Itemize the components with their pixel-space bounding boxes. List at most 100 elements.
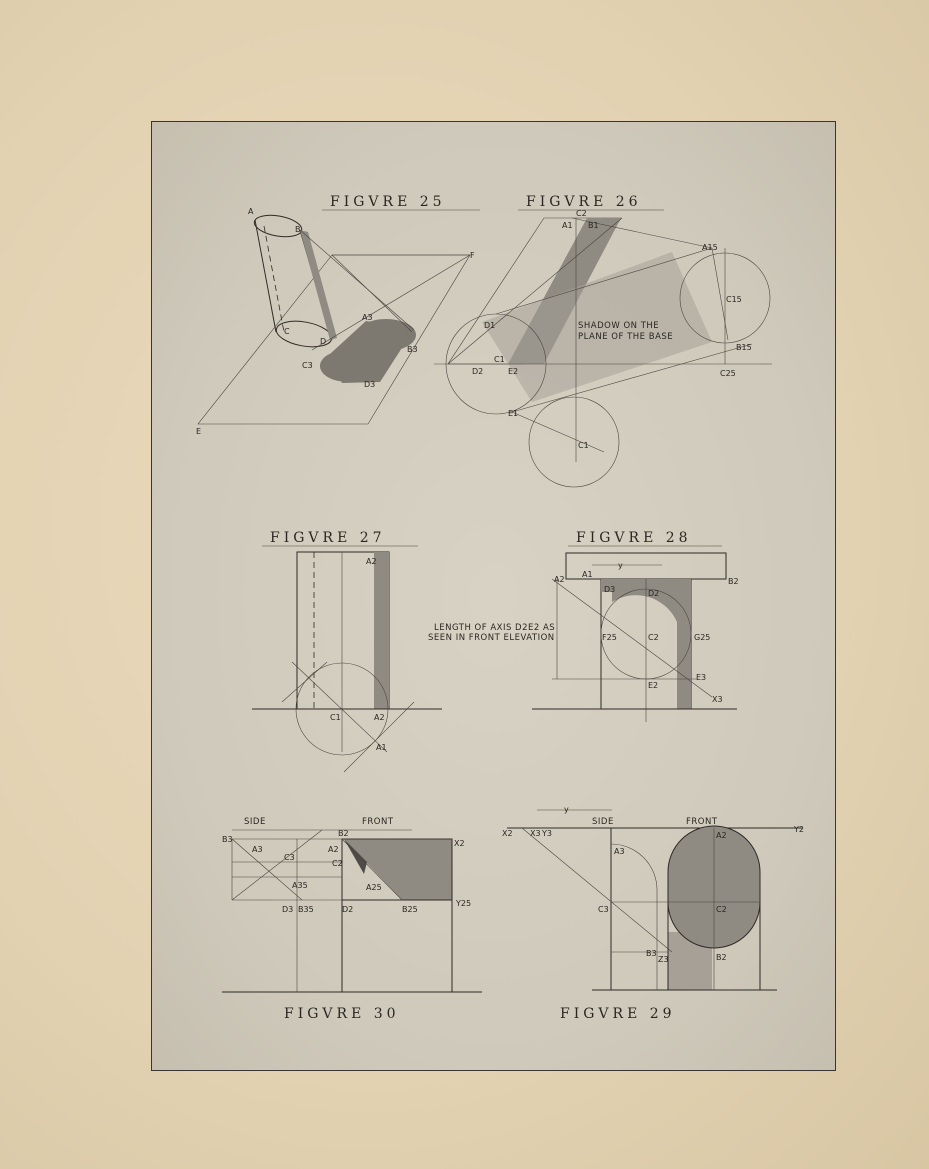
fig30-shade-wedge [344,839,367,874]
label-fig28-e2: E2 [648,681,658,690]
figure-26-shadow-plane [482,252,712,402]
label-fig29-y3: Y3 [541,829,552,838]
proj-line-3 [311,254,471,351]
proj-line-2 [331,254,413,333]
figure-25-title: FIGVRE 25 [330,194,446,210]
diag-1 [447,217,623,365]
label-fig26-e1: E1 [508,409,518,418]
label-fig25-d3: D3 [364,380,375,389]
diag-4 [711,247,729,341]
label-fig28-a1: A1 [582,570,593,579]
label-fig26-b1: B1 [588,221,599,230]
fig27-diag-2 [343,701,415,773]
fig29-front-label: FRONT [686,817,718,827]
fig30-front-label: FRONT [362,817,394,827]
label-fig25-a3: A3 [362,313,373,322]
figure-28-title: FIGVRE 28 [576,530,692,546]
fig28-diag [551,578,713,698]
label-fig26-a15: A15 [702,243,718,252]
label-fig29-y2: Y2 [793,825,804,834]
cylinder-top [253,214,303,238]
fig27-diag-3 [281,661,328,703]
label-fig28-g25: G25 [694,633,710,642]
label-fig28-a2: A2 [554,575,565,584]
fig29-diag [521,827,673,953]
tangent-lower [511,343,753,413]
label-fig25-c: C [284,327,290,336]
label-fig29-x3: X3 [530,829,541,838]
cylinder-left-edge [254,219,277,333]
label-fig25-e: E [196,427,201,436]
label-fig29-c3: C3 [598,905,609,914]
fig28-note-1: LENGTH OF AXIS D2E2 AS [434,623,555,633]
label-fig28-y: y [618,561,623,570]
figure-27: FIGVRE 27 A2 C1 A2 A1 [252,530,442,773]
figure-26-title: FIGVRE 26 [526,194,642,210]
figure-28: FIGVRE 28 LENGTH OF AXIS D2E2 AS SEEN IN… [428,530,739,722]
label-fig29-z3: Z3 [658,955,669,964]
label-fig27-c1: C1 [330,713,341,722]
label-fig29-a3: A3 [614,847,625,856]
diag-3 [571,217,713,249]
tangent-upper [495,247,713,315]
label-fig26-d1: D1 [484,321,495,330]
fig29-side-label: SIDE [592,817,614,827]
label-fig30-c2: C2 [332,859,343,868]
proj-line-1 [299,229,415,331]
diag-2 [511,411,605,453]
label-fig25-d: D [320,337,326,346]
label-fig26-a1: A1 [562,221,573,230]
label-fig29-a2: A2 [716,831,727,840]
label-fig30-b35: B35 [298,905,314,914]
label-fig30-c3: C3 [284,853,295,862]
fig30-shade-front [344,839,452,900]
label-fig29-b3: B3 [646,949,657,958]
fig28-shade [601,579,691,709]
fig30-side-diag [231,838,303,901]
label-fig25-b3: B3 [407,345,418,354]
fig27-shade-strip [374,552,389,709]
label-fig29-x2: X2 [502,829,513,838]
shadow-band [330,321,414,383]
label-fig28-f25: F25 [602,633,617,642]
label-fig30-b3: B3 [222,835,233,844]
figure-29-title: FIGVRE 29 [560,1006,676,1022]
figure-25-plane [197,254,471,425]
fig27-diag-1 [291,661,388,753]
plate-drawing: FIGVRE 25 A B C D E F A3 B3 C3 D3 FIGVRE… [196,194,804,1022]
label-fig30-x2: X2 [454,839,465,848]
label-fig25-f: F [470,251,475,260]
label-fig30-y25: Y25 [455,899,471,908]
label-fig30-a25: A25 [366,883,382,892]
figure-27-title: FIGVRE 27 [270,530,386,546]
figure-30-title: FIGVRE 30 [284,1006,400,1022]
drawing-plate: FIGVRE 25 A B C D E F A3 B3 C3 D3 FIGVRE… [151,121,836,1071]
label-fig29-y: y [564,805,569,814]
label-fig28-e3: E3 [696,673,706,682]
label-fig28-x3: X3 [712,695,723,704]
label-fig26-b15: B15 [736,343,752,352]
figure-26: FIGVRE 26 SHADOW ON THE PLANE OF THE BAS… [434,194,772,488]
label-fig28-b2: B2 [728,577,739,586]
label-fig29-c2: C2 [716,905,727,914]
label-fig27-a1: A1 [376,743,387,752]
label-fig27-a2: A2 [374,713,385,722]
label-fig30-a3: A3 [252,845,263,854]
label-fig28-c2: C2 [648,633,659,642]
label-fig30-a2: A2 [328,845,339,854]
label-fig26-c15: C15 [726,295,742,304]
label-fig25-b: B [295,225,301,234]
fig26-note-2: PLANE OF THE BASE [578,332,673,342]
label-fig30-a35: A35 [292,881,308,890]
label-fig26-c2: C2 [576,209,587,218]
label-fig30-d3: D3 [282,905,293,914]
label-fig30-b2: B2 [338,829,349,838]
fig30-side-label: SIDE [244,817,266,827]
label-fig26-d2: D2 [472,367,483,376]
cylinder-hidden-edge [263,225,285,333]
label-fig26-e2: E2 [508,367,518,376]
fig28-note-2: SEEN IN FRONT ELEVATION [428,633,555,643]
label-fig28-d3: D3 [604,585,615,594]
figure-30: SIDE FRONT B3 A3 C3 A35 D3 B35 B2 A2 C2 … [222,817,482,1022]
label-fig27-a2-top: A2 [366,557,377,566]
